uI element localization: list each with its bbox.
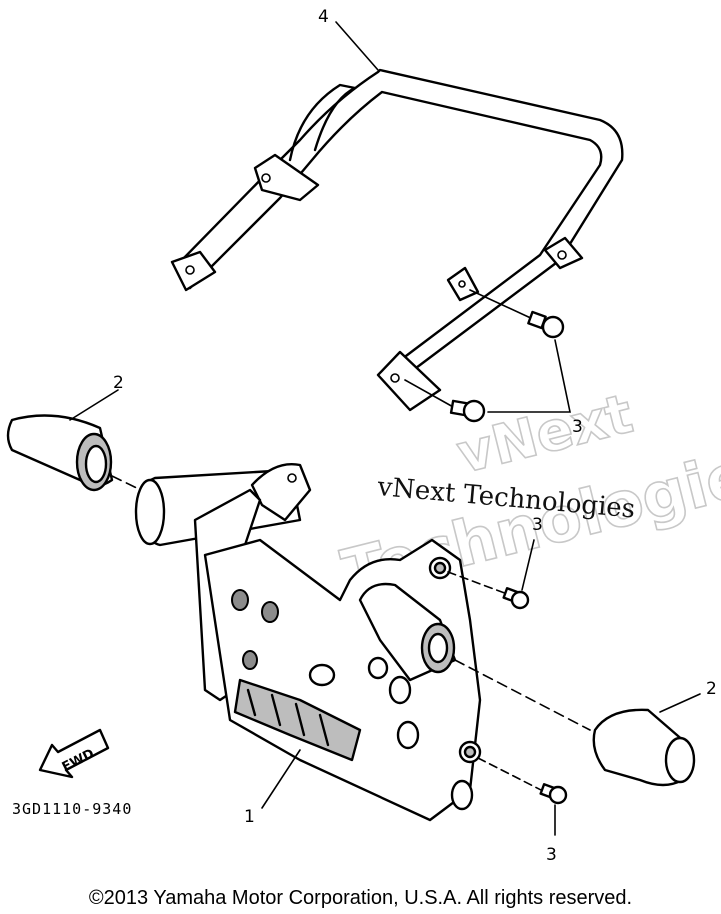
- guard-bolt-lower: [477, 757, 568, 836]
- rear-bolt-upper: [469, 289, 565, 339]
- callout-end-cap-left: 2: [113, 373, 124, 393]
- rear-bolts: [404, 289, 571, 423]
- guard-bolt-upper: [447, 539, 535, 610]
- fwd-arrow-icon: FWD: [38, 728, 110, 779]
- rear-bar-lower-plate: [376, 350, 442, 412]
- rear-bar-part: [170, 68, 624, 412]
- end-cap-left: [6, 414, 146, 493]
- callout-guard-bar: 1: [244, 807, 255, 827]
- callout-rear-bar: 4: [318, 7, 329, 27]
- callout-bolt-lower: 3: [546, 845, 557, 865]
- rear-bolt-lower: [404, 379, 486, 423]
- guard-bolts: [447, 539, 568, 836]
- callout-bolt-rear: 3: [572, 417, 583, 437]
- callout-end-cap-right: 2: [706, 679, 717, 699]
- rear-bar-right-tab: [543, 236, 584, 270]
- end-cap-right: [454, 659, 701, 787]
- rear-bar-top-bracket: [253, 153, 320, 202]
- part-code: 3GD1110-9340: [12, 800, 132, 818]
- callout-bolt-upper: 3: [532, 515, 543, 535]
- guard-bar-part: [134, 463, 482, 822]
- copyright-notice: ©2013 Yamaha Motor Corporation, U.S.A. A…: [88, 887, 633, 909]
